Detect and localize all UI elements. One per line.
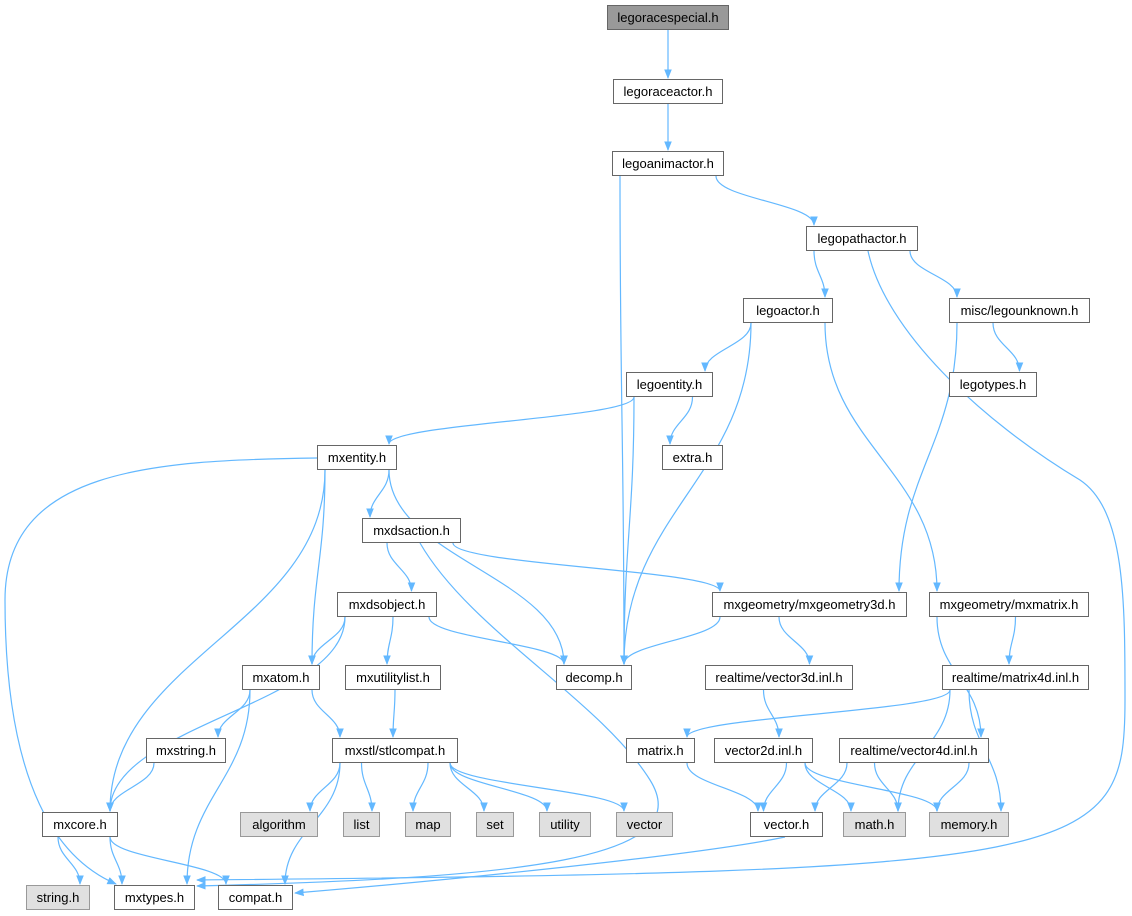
node-algorithm[interactable]: algorithm [240,812,318,837]
node-vector2d[interactable]: vector2d.inl.h [714,738,813,763]
node-vector3d[interactable]: realtime/vector3d.inl.h [705,665,853,690]
node-list[interactable]: list [343,812,380,837]
node-vector4d[interactable]: realtime/vector4d.inl.h [839,738,989,763]
node-mxutilitylist[interactable]: mxutilitylist.h [345,665,441,690]
edge-mxmatrix-to-matrix4d [1005,616,1017,665]
edge-legounknown-to-legotypes [992,322,1024,372]
edge-stlcompat-to-utility [449,762,551,812]
node-stlcompat[interactable]: mxstl/stlcompat.h [332,738,458,763]
edge-mxcore-to-mxtypes [109,836,126,885]
node-mxtypes[interactable]: mxtypes.h [114,885,195,910]
edge-vector4d-to-math [873,762,902,812]
edge-vector2d-to-memory [804,762,941,812]
edge-mxcore-to-compat [109,836,230,885]
edge-legoentity-to-extra [666,396,694,445]
edge-mxentity-to-decomp [388,469,568,665]
node-legoracespecial[interactable]: legoracespecial.h [607,5,729,30]
edge-mxentity-to-mxtypes [4,457,318,885]
node-mxatom[interactable]: mxatom.h [242,665,320,690]
edge-stlcompat-to-algorithm [306,762,341,812]
node-utility[interactable]: utility [539,812,591,837]
edge-mxcore-to-string [57,836,84,885]
edge-mxdsobject-to-decomp [428,616,568,665]
node-legotypes[interactable]: legotypes.h [949,372,1037,397]
edge-mxatom-to-mxtypes [183,689,251,885]
edge-stlcompat-to-vector [449,762,628,812]
node-set[interactable]: set [476,812,514,837]
node-mxstring[interactable]: mxstring.h [146,738,226,763]
edge-mxdsobject-to-mxatom [308,616,346,665]
edge-legoentity-to-decomp [620,396,635,665]
edge-mxutilitylist-to-stlcompat [389,689,397,738]
edge-mxatom-to-stlcompat [311,689,344,738]
node-legoanimactor[interactable]: legoanimactor.h [612,151,724,176]
edge-stlcompat-to-list [360,762,376,812]
edge-mxgeometry3d-to-decomp [620,616,721,665]
edge-legopathactor-to-legounknown [909,250,961,298]
node-math[interactable]: math.h [843,812,906,837]
node-vectorh[interactable]: vector.h [750,812,823,837]
edge-legoactor-to-legoentity [701,322,752,372]
node-memory[interactable]: memory.h [929,812,1009,837]
edge-vector4d-to-vectorh [811,762,848,812]
node-legoraceactor[interactable]: legoraceactor.h [613,79,723,104]
edge-vector2d-to-math [804,762,855,812]
edge-legoentity-to-mxentity [385,396,635,445]
edge-legoanimactor-to-decomp [619,175,628,665]
edge-mxdsobject-to-mxcore [106,616,346,812]
edge-mxatom-to-mxstring [214,689,251,738]
node-extra[interactable]: extra.h [662,445,723,470]
edge-vector4d-to-memory [933,762,970,812]
node-mxmatrix[interactable]: mxgeometry/mxmatrix.h [929,592,1089,617]
edge-mxdsaction-to-mxdsobject [386,542,416,592]
node-string[interactable]: string.h [26,885,90,910]
edge-legoactor-to-mxmatrix [824,322,941,592]
edge-mxdsaction-to-mxtypes [196,542,659,890]
edge-matrix4d-to-matrix [683,689,951,738]
edge-mxstring-to-mxcore [106,762,155,812]
edge-stlcompat-to-set [449,762,488,812]
edge-legopathactor-to-legoactor [813,250,829,298]
node-map[interactable]: map [405,812,451,837]
node-mxentity[interactable]: mxentity.h [317,445,397,470]
node-vector[interactable]: vector [616,812,673,837]
edge-vector3d-to-vector2d [762,689,783,738]
node-mxdsobject[interactable]: mxdsobject.h [337,592,437,617]
node-decomp[interactable]: decomp.h [556,665,632,690]
node-legoentity[interactable]: legoentity.h [626,372,713,397]
edge-legounknown-to-mxgeometry3d [895,322,958,592]
edge-vectorh-to-compat [294,836,786,897]
node-matrix[interactable]: matrix.h [626,738,695,763]
node-legopathactor[interactable]: legopathactor.h [806,226,918,251]
edge-legoanimactor-to-legopathactor [715,175,818,226]
edge-mxdsaction-to-mxgeometry3d [452,542,724,592]
edge-legopathactor-to-mxtypes [196,250,1126,884]
edge-mxdsobject-to-mxutilitylist [383,616,394,665]
node-mxcore[interactable]: mxcore.h [42,812,118,837]
edge-mxentity-to-mxdsaction [366,469,390,518]
edge-legoactor-to-decomp [620,322,752,665]
node-legounknown[interactable]: misc/legounknown.h [949,298,1090,323]
edge-stlcompat-to-map [409,762,429,812]
node-compat[interactable]: compat.h [218,885,293,910]
edge-mxentity-to-mxatom [308,469,326,665]
edge-vector2d-to-vectorh [759,762,788,812]
node-legoactor[interactable]: legoactor.h [743,298,833,323]
edge-mxentity-to-mxcore [106,469,326,812]
edge-matrix-to-vectorh [686,762,762,812]
node-mxgeometry3d[interactable]: mxgeometry/mxgeometry3d.h [712,592,907,617]
node-mxdsaction[interactable]: mxdsaction.h [362,518,461,543]
node-matrix4d[interactable]: realtime/matrix4d.inl.h [942,665,1089,690]
edge-mxgeometry3d-to-vector3d [778,616,814,665]
